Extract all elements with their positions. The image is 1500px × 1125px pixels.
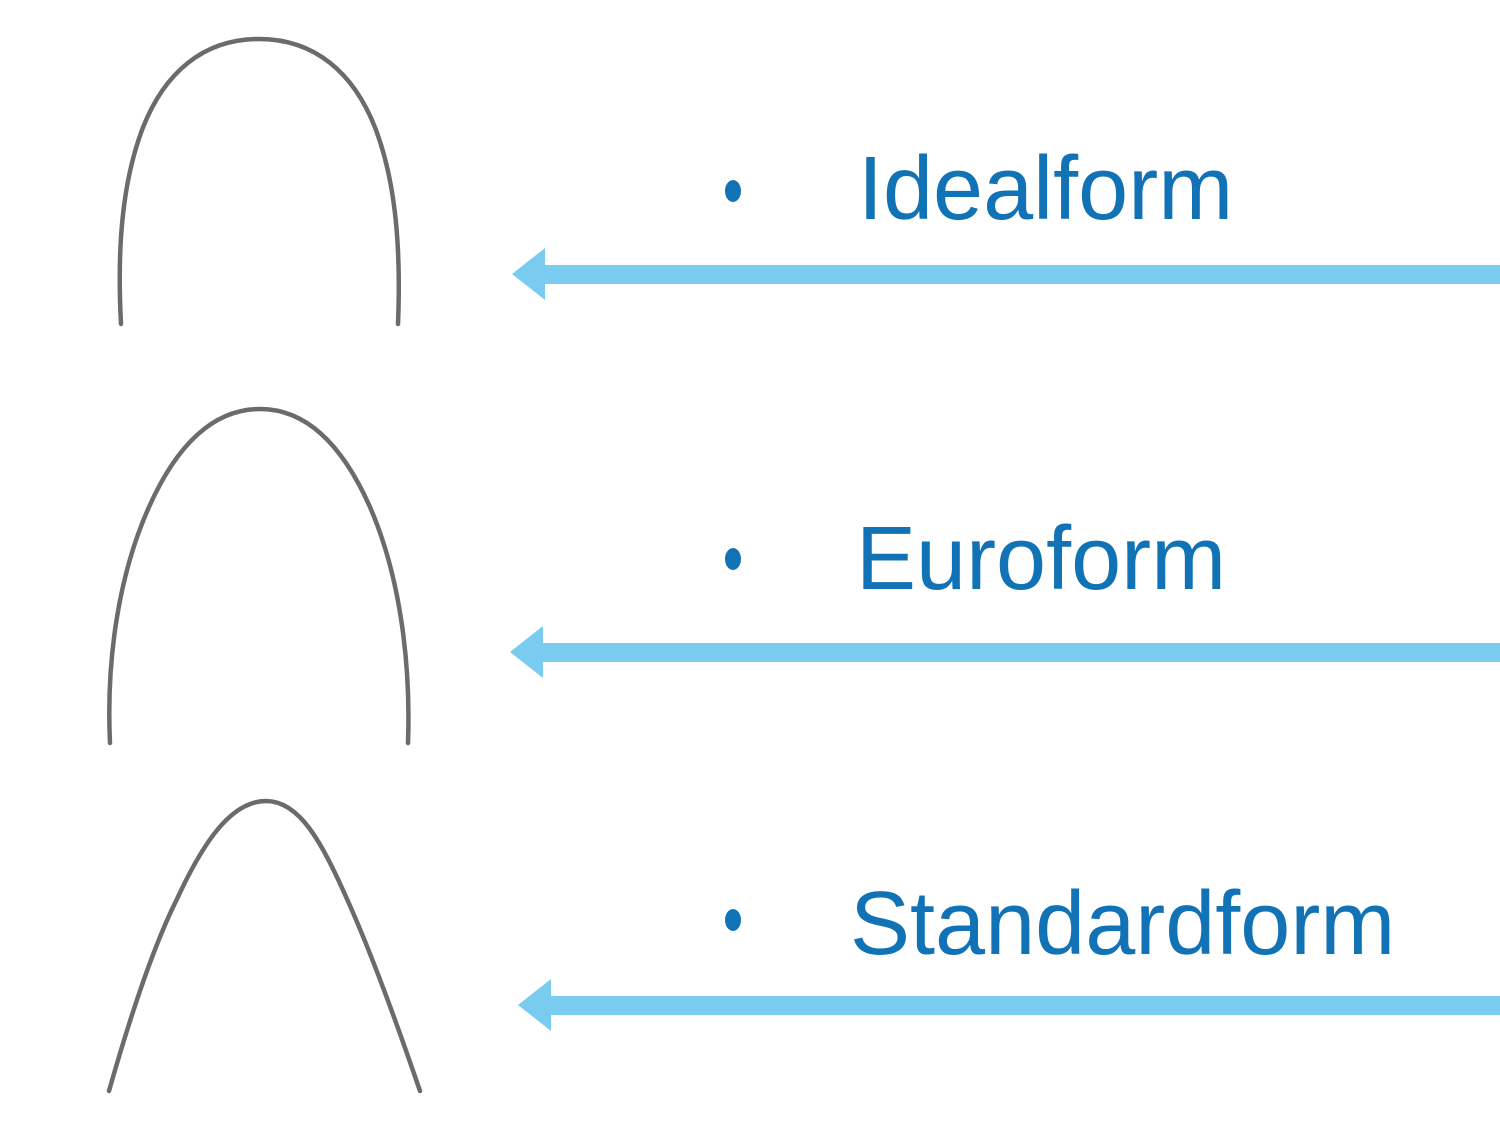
arrow-shaft bbox=[543, 642, 1500, 662]
bullet-dot-icon bbox=[725, 548, 741, 570]
label-idealform: Idealform bbox=[858, 139, 1234, 239]
arrow-head bbox=[510, 626, 543, 678]
archwire-euroform-image bbox=[107, 406, 411, 746]
arrow-left-icon bbox=[518, 979, 1500, 1031]
arrow-left-icon bbox=[512, 248, 1500, 300]
arrow-shaft bbox=[551, 995, 1500, 1015]
archwire-idealform-path bbox=[117, 36, 402, 327]
archwire-standardform-image bbox=[106, 798, 423, 1094]
archwire-idealform-image bbox=[117, 36, 402, 327]
archwire-standardform-path bbox=[106, 798, 423, 1094]
label-euroform: Euroform bbox=[856, 509, 1227, 609]
archwire-euroform-path bbox=[107, 406, 411, 746]
arrow-head bbox=[512, 248, 545, 300]
arrow-shaft bbox=[545, 264, 1500, 284]
arrow-head bbox=[518, 979, 551, 1031]
bullet-dot-icon bbox=[725, 909, 741, 931]
arrow-left-icon bbox=[510, 626, 1500, 678]
bullet-dot-icon bbox=[725, 180, 741, 202]
label-standardform: Standardform bbox=[850, 874, 1396, 974]
